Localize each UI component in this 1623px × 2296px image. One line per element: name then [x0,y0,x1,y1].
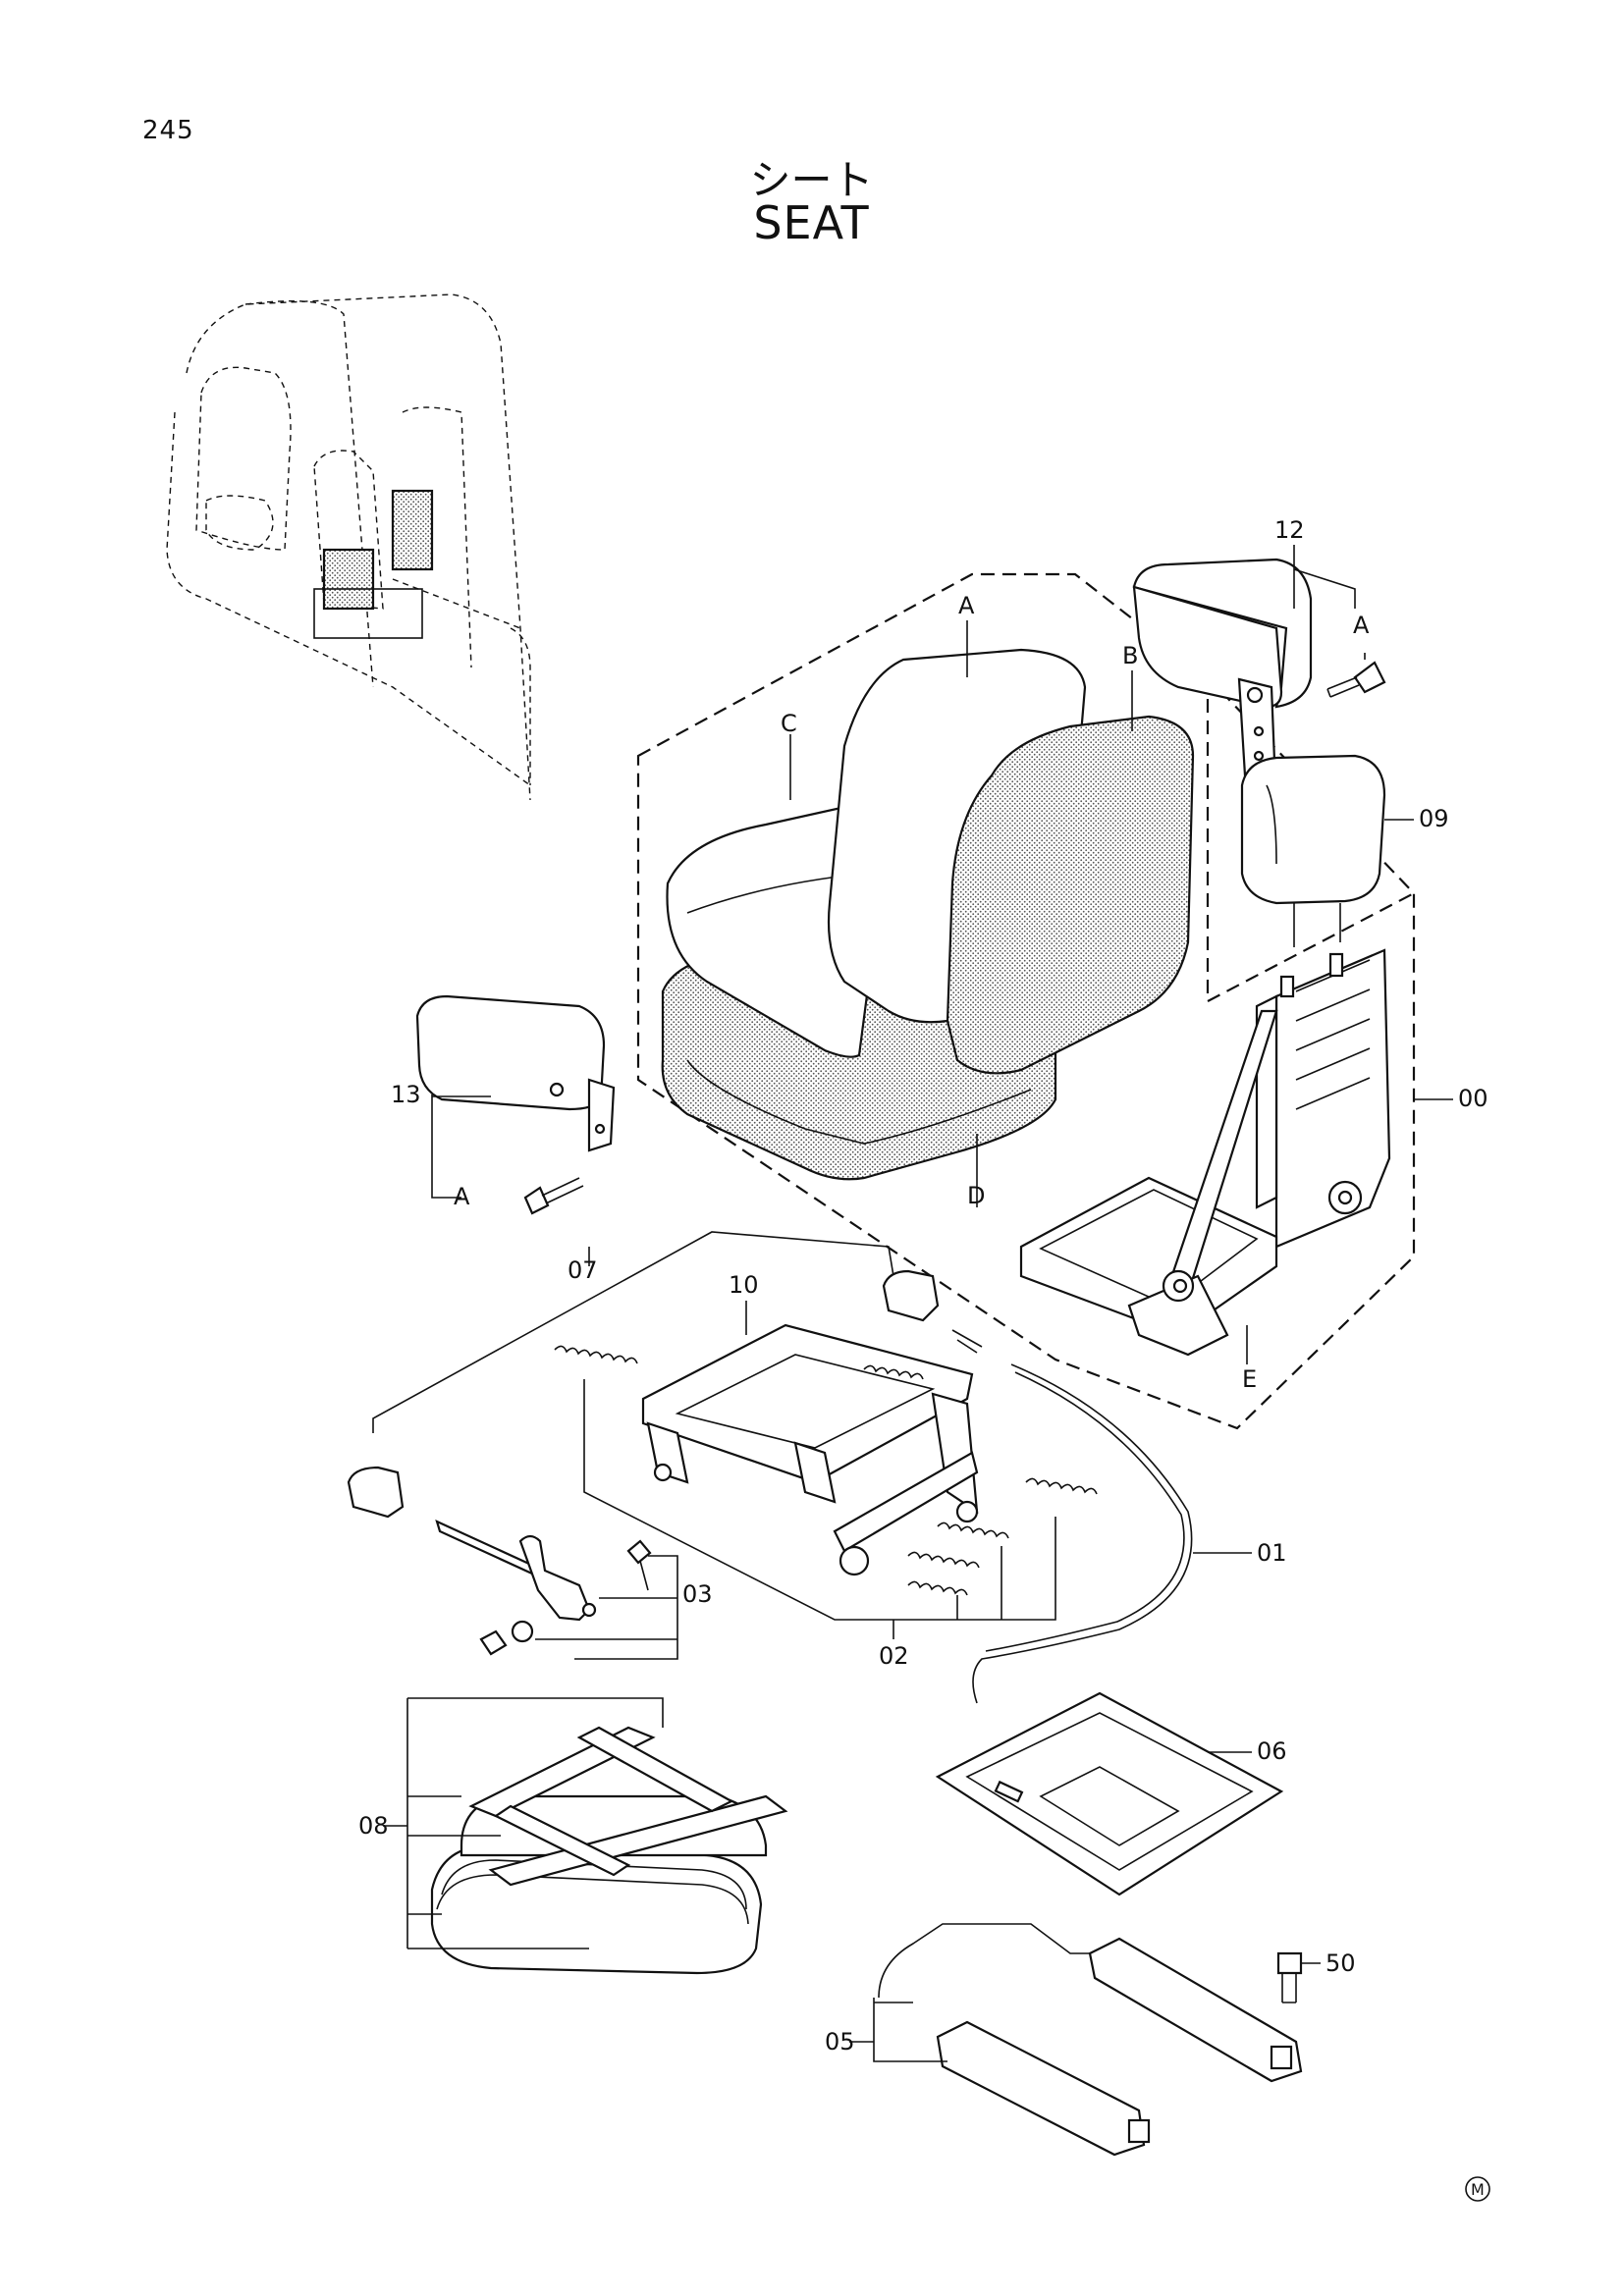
cab-location-thumbnail [166,294,531,801]
springs-02 [554,1345,1098,1639]
callout-C: C [781,710,797,737]
callout-10: 10 [729,1271,759,1299]
callout-A-seat: A [958,592,975,619]
cable-01 [951,1329,1252,1704]
callout-00: 00 [1458,1085,1488,1112]
suspension-10 [641,1301,979,1576]
rails-05 [849,1923,1303,2157]
callout-50: 50 [1325,1949,1356,1977]
callout-05: 05 [825,2028,855,2056]
callout-A-left: A [454,1183,470,1210]
callout-02: 02 [879,1642,909,1670]
title-english: SEAT [753,196,870,249]
callout-D: D [967,1182,986,1209]
footer-mark: M [1471,2180,1485,2199]
headrest-09 [1240,754,1414,947]
callout-03: 03 [682,1580,713,1608]
lock-parts-03 [435,1519,678,1660]
callout-E: E [1242,1365,1258,1393]
callout-07: 07 [568,1256,598,1284]
callout-12: 12 [1274,516,1305,544]
bolt-A-top [1326,653,1386,698]
page-number: 245 [142,116,194,145]
bellows-08 [383,1697,788,1975]
bolt-50 [1276,1951,1321,2003]
slide-06 [935,1691,1284,1896]
callout-09: 09 [1419,805,1449,832]
callout-B: B [1122,642,1139,669]
armrest-13 [415,994,616,1199]
callout-A-top: A [1353,612,1370,639]
title-japanese: シート [749,156,874,204]
assembly-boundary [636,572,1416,1430]
footer-mark-circle [1465,2176,1490,2202]
callout-08: 08 [358,1812,389,1840]
lever-07 [347,1231,940,1519]
bolt-A-left [523,1177,584,1215]
seat-frame-00 [1019,948,1453,1364]
backrest-B [946,715,1195,1075]
callout-06: 06 [1257,1737,1287,1765]
callout-01: 01 [1257,1539,1287,1567]
callout-13: 13 [391,1081,421,1108]
